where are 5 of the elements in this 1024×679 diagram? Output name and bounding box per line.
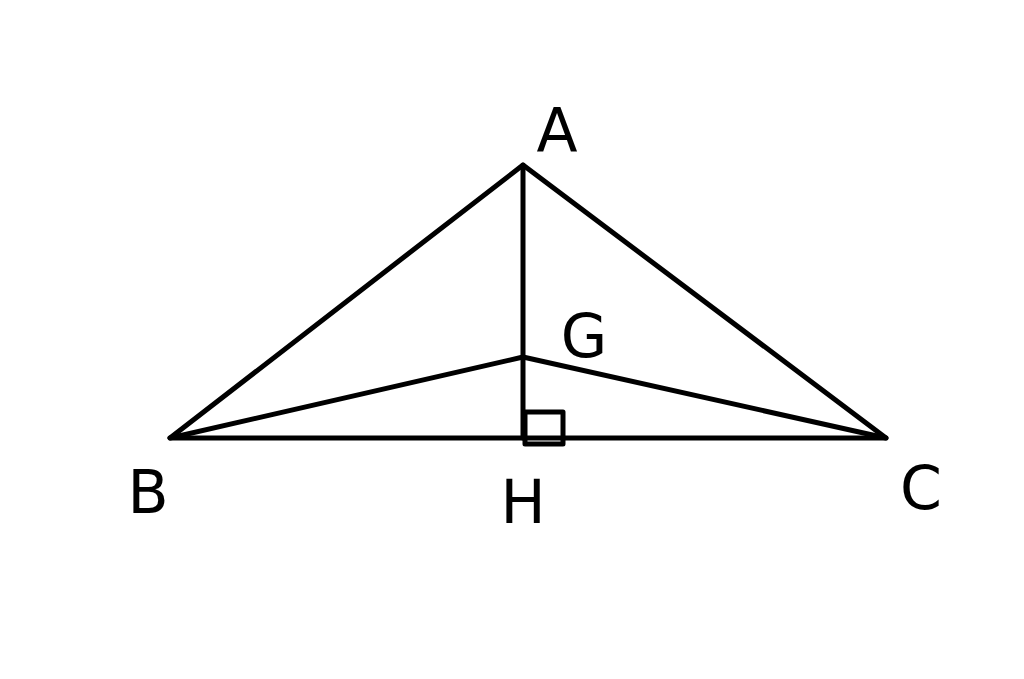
vertex-label: A bbox=[536, 100, 578, 160]
vertex-label: B bbox=[127, 462, 169, 522]
vertex-label: G bbox=[560, 306, 608, 366]
vertex-label: H bbox=[500, 472, 546, 532]
vertex-label: C bbox=[900, 458, 942, 518]
